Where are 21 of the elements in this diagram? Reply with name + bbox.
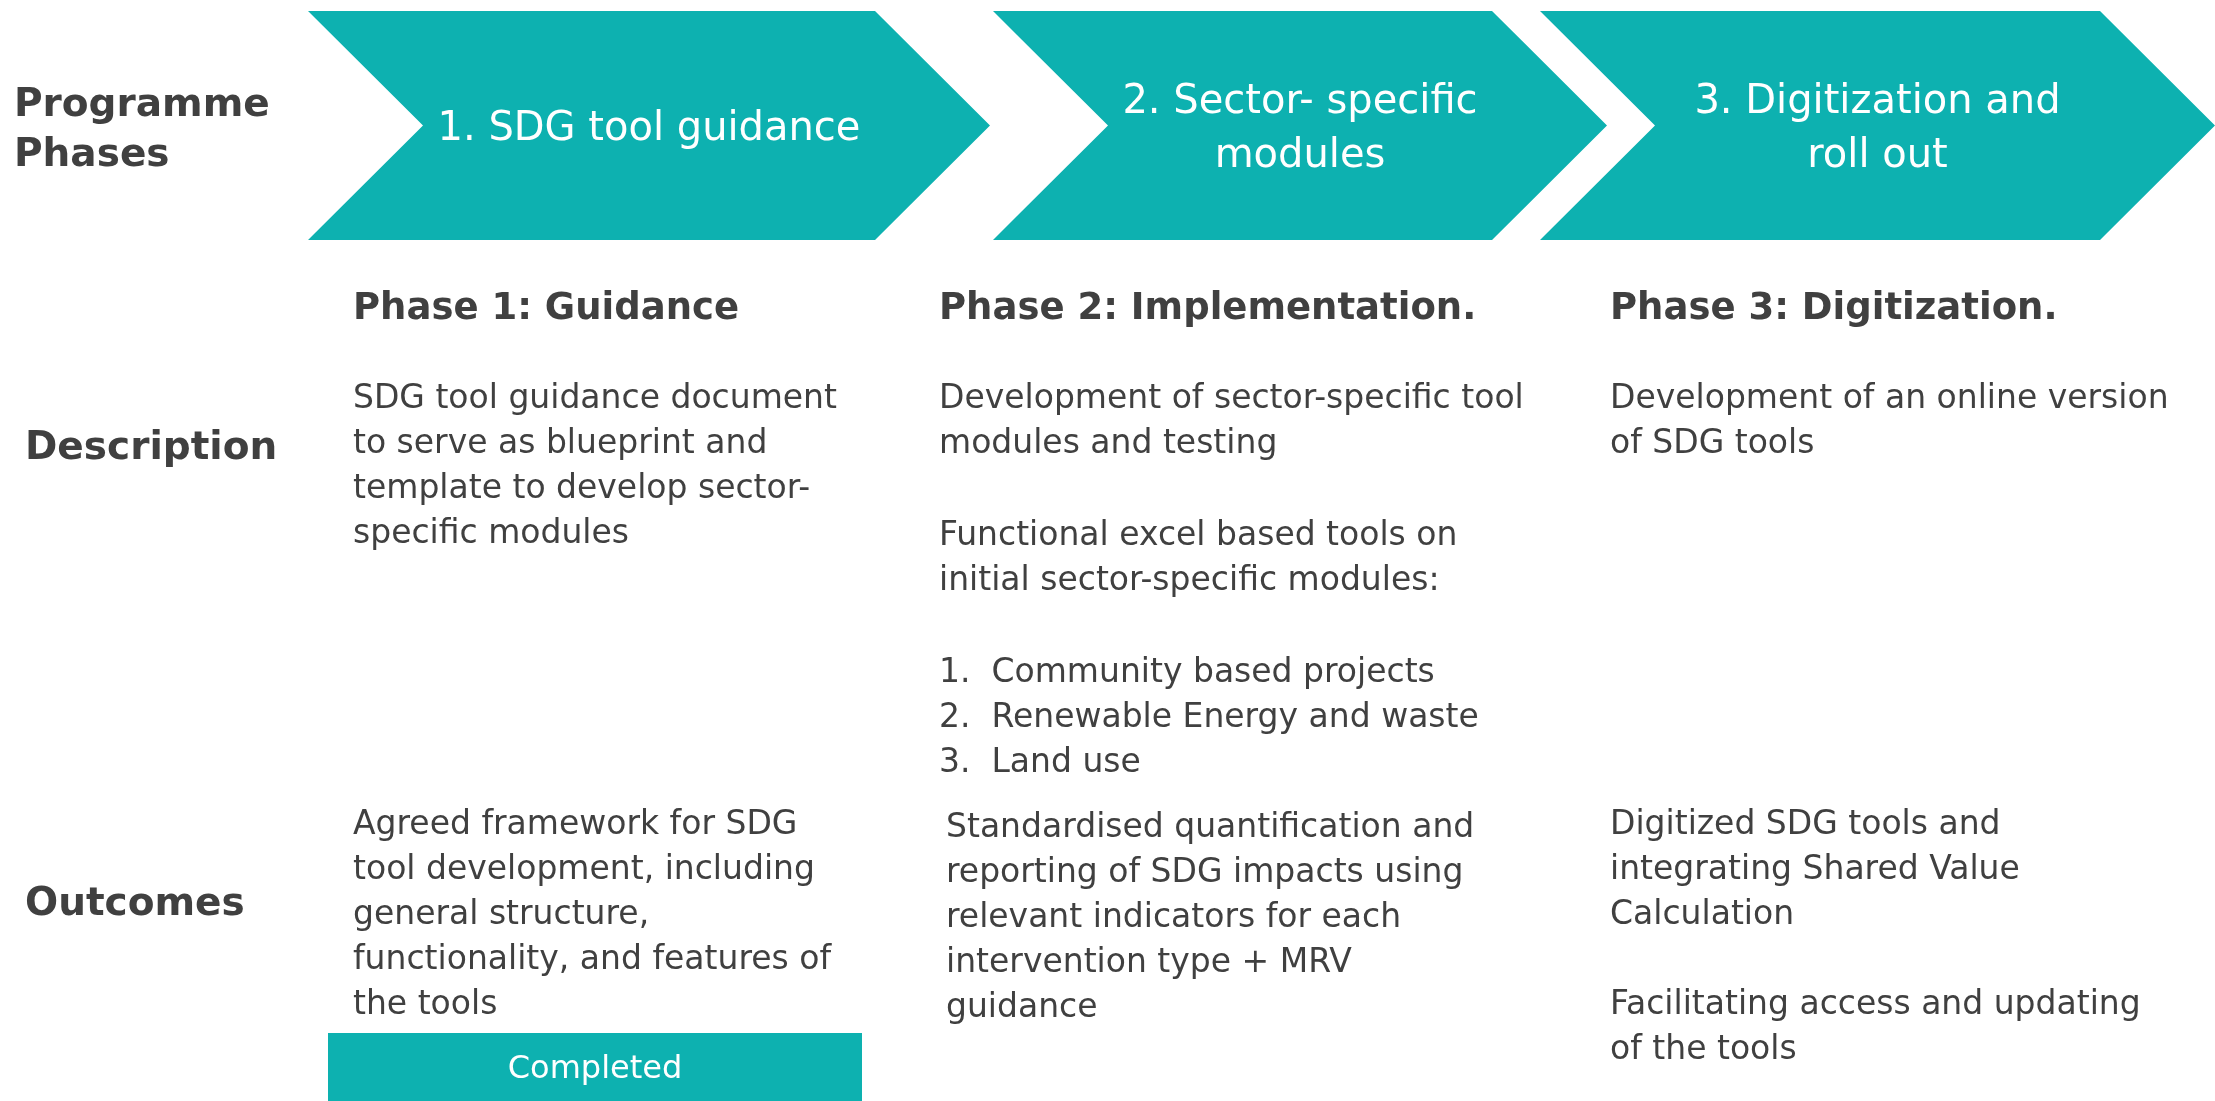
list-item: 2. Renewable Energy and waste <box>939 696 1479 735</box>
phase-heading: Phase 1: Guidance <box>353 285 740 328</box>
description-text: Functional excel based tools on initial sector-specific modules: <box>939 514 1459 598</box>
outcome-text: Facilitating access and updating of the tools <box>1610 983 2142 1067</box>
description-text: SDG tool guidance document to serve as blueprint and template to develop sector-specific modules <box>353 377 838 551</box>
description-text: Development of sector-specific tool modules and testing <box>939 377 1525 461</box>
phase-title: 3. Digitization and roll out <box>1693 74 2062 178</box>
outcome-text: Digitized SDG tools and integrating Shared Value Calculation <box>1610 803 2021 932</box>
row-heading: Description <box>25 423 278 468</box>
row-heading: Programme Phases <box>14 80 270 175</box>
outcome-text: Agreed framework for SDG tool development, including general structure, functionality, and features of the tools <box>353 803 833 1022</box>
phase-title: 2. Sector- specific modules <box>1121 74 1479 178</box>
description-text: Development of an online version of SDG tools <box>1610 377 2170 461</box>
status-badge: Completed <box>328 1033 862 1101</box>
phase-title: 1. SDG tool guidance <box>437 101 861 151</box>
list-item: 1. Community based projects <box>939 651 1435 690</box>
phase-heading: Phase 2: Implementation. <box>939 285 1477 328</box>
phase-heading: Phase 3: Digitization. <box>1610 285 2058 328</box>
row-heading: Outcomes <box>25 879 245 924</box>
outcome-text: Standardised quantification and reporting of SDG impacts using relevant indicators for each intervention type + MRV guidance <box>946 806 1476 1025</box>
list-item: 3. Land use <box>939 741 1141 780</box>
